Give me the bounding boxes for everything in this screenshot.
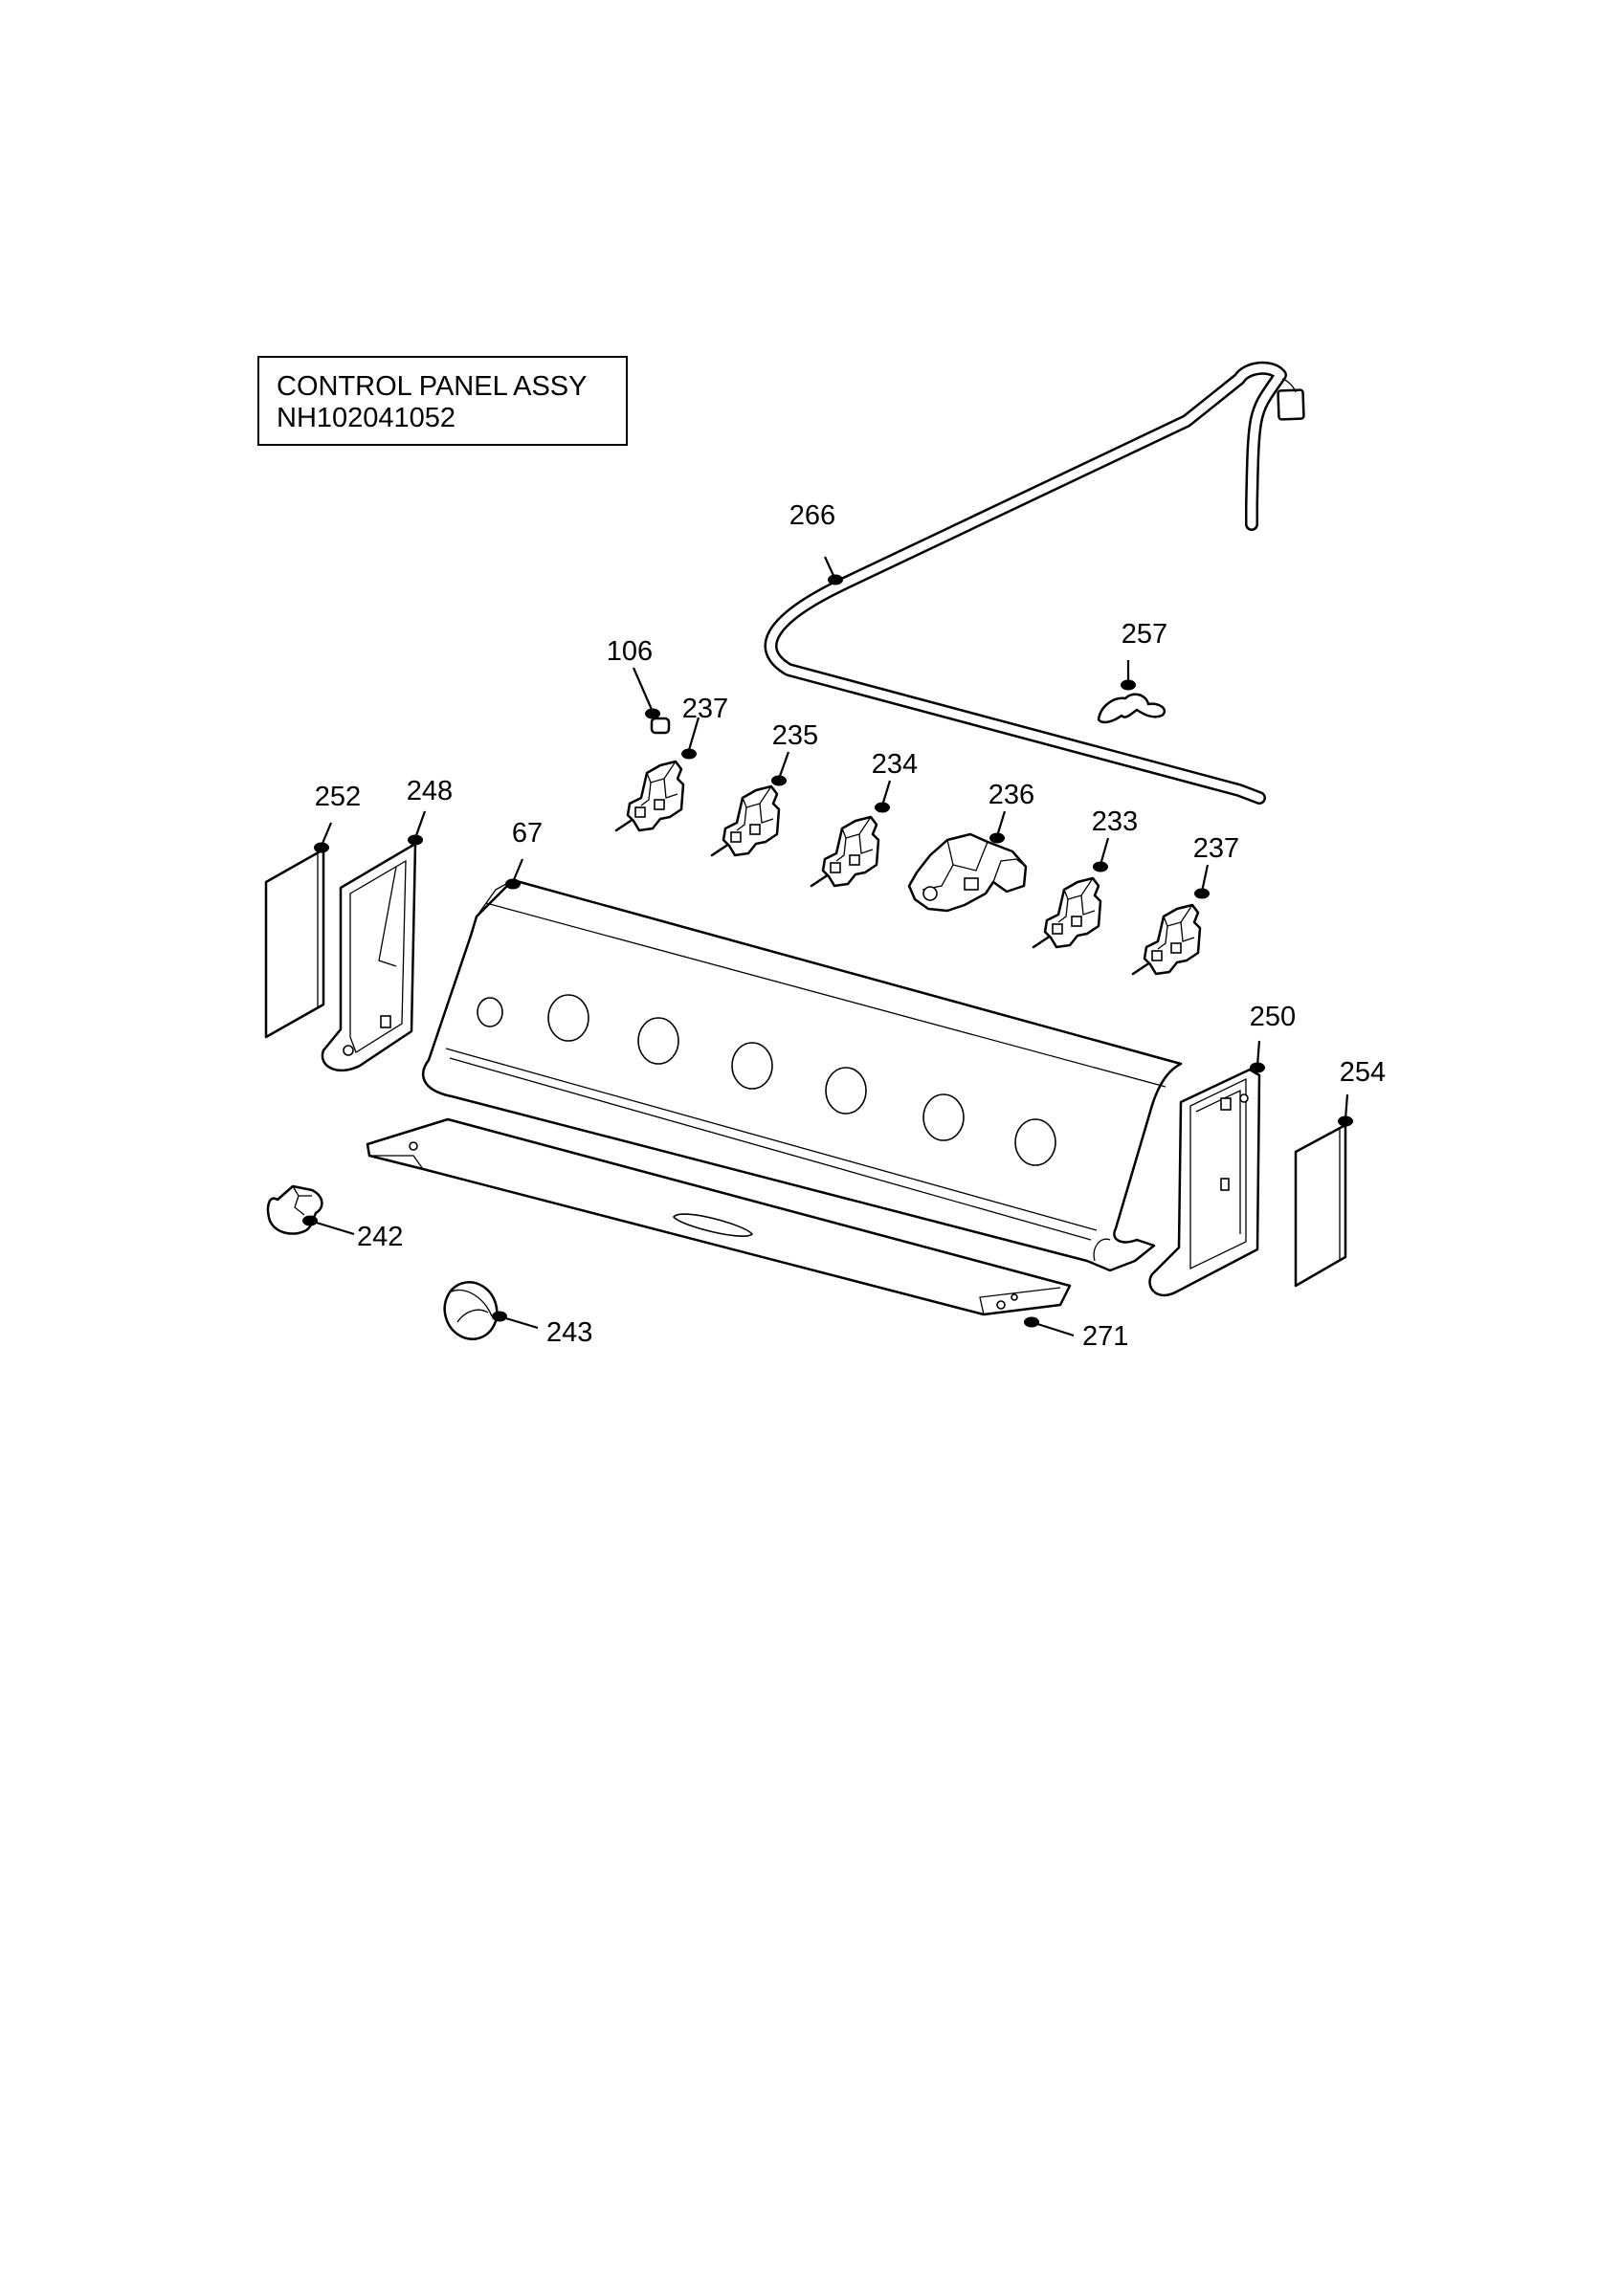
callout-235: 235 [772, 720, 818, 751]
callout-266: 266 [789, 500, 835, 531]
part-235-valve [710, 784, 781, 857]
part-254-right-trim [1294, 1123, 1347, 1288]
callout-254: 254 [1340, 1057, 1386, 1088]
leader-lines [302, 556, 1353, 1337]
part-67-control-panel [421, 878, 1183, 1272]
callout-243: 243 [546, 1317, 592, 1348]
callout-234: 234 [872, 749, 918, 780]
callout-233: 233 [1092, 806, 1138, 837]
part-242-knob [266, 1184, 323, 1235]
part-233-valve [1032, 876, 1102, 949]
assembly-part-number: NH102041052 [277, 403, 456, 433]
callout-67: 67 [512, 818, 543, 849]
part-250-right-bracket [1148, 1068, 1261, 1297]
callout-252: 252 [315, 782, 361, 812]
callout-237-right: 237 [1193, 833, 1239, 864]
part-243-knob-cap [443, 1281, 499, 1340]
callout-237-left: 237 [682, 694, 728, 724]
part-234-valve [810, 815, 880, 888]
assembly-title: CONTROL PANEL ASSY [277, 371, 588, 402]
callout-242: 242 [357, 1222, 403, 1252]
part-237-valve-left [614, 760, 685, 832]
callout-labels: 266 257 106 237 235 234 236 233 237 252 … [315, 500, 1386, 1352]
title-box: CONTROL PANEL ASSY NH102041052 [257, 356, 628, 446]
part-257-clip [1097, 693, 1167, 724]
callout-257: 257 [1122, 619, 1167, 650]
part-106-nut [650, 717, 671, 735]
part-266-gas-tube [764, 361, 1305, 805]
callout-250: 250 [1250, 1002, 1296, 1032]
part-248-left-bracket [321, 842, 417, 1071]
part-236-valve-thermostat [907, 832, 1028, 913]
callout-271: 271 [1082, 1321, 1128, 1352]
callout-248: 248 [407, 776, 453, 806]
part-237-valve-right [1131, 903, 1202, 976]
callout-106: 106 [607, 636, 653, 667]
part-271-support-plate [366, 1117, 1072, 1316]
part-252-left-trim [264, 848, 325, 1039]
callout-236: 236 [989, 780, 1034, 810]
